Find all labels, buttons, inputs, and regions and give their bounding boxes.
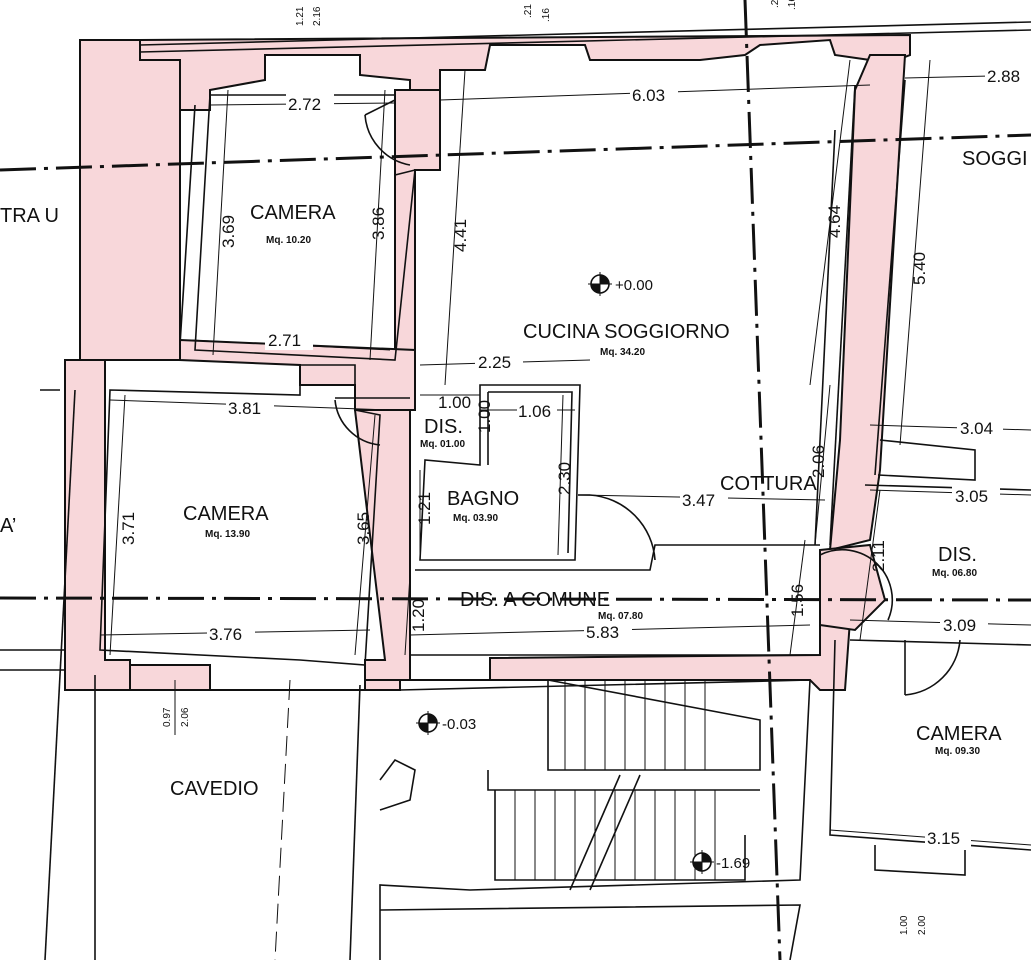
room-name-dis-right: DIS. — [938, 544, 977, 566]
dim-5-83: 5.83 — [586, 623, 619, 642]
room-area-dis-right: Mq. 06.80 — [932, 568, 977, 579]
dim-3-47: 3.47 — [682, 491, 715, 510]
dim-3-69: 3.69 — [219, 215, 238, 248]
room-name-soggi-partial: SOGGI — [962, 148, 1028, 170]
room-name-cavedio: CAVEDIO — [170, 778, 259, 800]
small-dim-top-5: .21 — [770, 0, 781, 8]
dim-3-65: 3.65 — [354, 512, 373, 545]
dim-2-30: 2.30 — [555, 462, 574, 495]
dim-3-09: 3.09 — [943, 616, 976, 635]
dim-3-76: 3.76 — [209, 625, 242, 644]
structure-lines — [0, 21, 1031, 960]
dim-1-21: 1.21 — [415, 492, 434, 525]
elevation-marker-stair — [690, 850, 714, 874]
dim-3-71: 3.71 — [119, 512, 138, 545]
small-dimension-labels: 1.21 2.16 .21 .16 .21 .16 0.97 2.06 1.00… — [162, 0, 928, 935]
elevation-marker-main — [588, 272, 612, 296]
dim-2-72: 2.72 — [288, 95, 321, 114]
small-dim-top-6: .16 — [787, 0, 798, 10]
room-area-camera-left: Mq. 13.90 — [205, 529, 250, 540]
dim-6-03: 6.03 — [632, 86, 665, 105]
dim-4-64: 4.64 — [825, 205, 844, 238]
wall-right-dis — [819, 543, 887, 632]
room-name-camera-left: CAMERA — [183, 503, 269, 525]
dim-3-81: 3.81 — [228, 399, 261, 418]
small-dim-bottom-4: 2.00 — [917, 915, 928, 935]
room-name-cucina: CUCINA SOGGIORNO — [523, 321, 730, 343]
dim-2-06: 2.06 — [809, 445, 828, 478]
room-name-dis-small: DIS. — [424, 416, 463, 438]
room-area-dis-comune: Mq. 07.80 — [598, 611, 643, 622]
dim-5-40: 5.40 — [910, 252, 929, 285]
room-name-a-partial: A’ — [0, 515, 16, 537]
room-area-bagno: Mq. 03.90 — [453, 513, 498, 524]
dim-4-41: 4.41 — [451, 219, 470, 252]
room-name-camera-top: CAMERA — [250, 202, 336, 224]
wall-right-vertical — [828, 54, 907, 552]
room-name-bagno: BAGNO — [447, 488, 519, 510]
dim-3-05: 3.05 — [955, 487, 988, 506]
small-dim-bottom-1: 0.97 — [162, 707, 173, 727]
small-dim-bottom-3: 1.00 — [899, 915, 910, 935]
room-name-tra-partial: TRA U — [0, 205, 59, 227]
dim-3-04: 3.04 — [960, 419, 993, 438]
dim-1-00-vertical: 1.00 — [475, 400, 494, 433]
elevation-stair: -1.69 — [716, 855, 750, 872]
room-area-dis-small: Mq. 01.00 — [420, 439, 465, 450]
room-name-camera-right: CAMERA — [916, 723, 1002, 745]
small-dim-top-4: .16 — [541, 8, 552, 22]
small-dim-bottom-2: 2.06 — [180, 707, 191, 727]
dim-2-11: 2.11 — [869, 540, 888, 572]
elevation-landing: -0.03 — [442, 716, 476, 733]
small-dim-top-3: .21 — [523, 4, 534, 18]
small-dim-top-2: 2.16 — [312, 6, 323, 26]
dimension-labels: 2.72 6.03 2.88 3.69 3.86 4.41 4.64 5.40 … — [119, 66, 1031, 848]
dim-3-15: 3.15 — [927, 829, 960, 848]
dim-2-25: 2.25 — [478, 353, 511, 372]
room-name-dis-comune: DIS. A COMUNE — [460, 589, 610, 611]
wall-left-lower — [64, 359, 131, 691]
staircase — [487, 679, 761, 891]
dim-2-88: 2.88 — [987, 67, 1020, 86]
small-dim-top-1: 1.21 — [295, 6, 306, 26]
room-area-camera-top: Mq. 10.20 — [266, 235, 311, 246]
room-area-cucina: Mq. 34.20 — [600, 347, 645, 358]
dim-1-00-horizontal: 1.00 — [438, 393, 471, 412]
dim-2-71: 2.71 — [268, 331, 301, 350]
elevation-main: +0.00 — [615, 277, 653, 294]
dim-3-86: 3.86 — [369, 207, 388, 240]
dim-1-56: 1.56 — [788, 584, 807, 617]
room-name-cottura: COTTURA — [720, 473, 817, 495]
room-area-camera-right: Mq. 09.30 — [935, 746, 980, 757]
wall-top — [139, 33, 911, 111]
dim-1-20: 1.20 — [409, 599, 428, 632]
walls — [64, 33, 911, 691]
wall-bottom — [129, 618, 852, 691]
elevation-marker-landing — [416, 711, 440, 735]
dim-1-06: 1.06 — [518, 402, 551, 421]
